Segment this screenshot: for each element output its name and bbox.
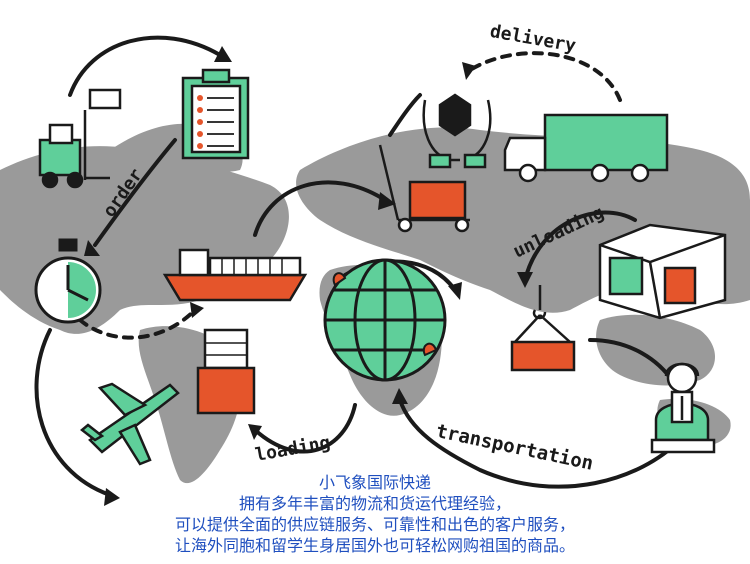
arrow-ship-to-handtruck — [253, 180, 387, 237]
arrow-unloading — [523, 210, 637, 282]
caption-line-3: 可以提供全面的供应链服务、可靠性和出色的客户服务， — [174, 515, 575, 534]
label-delivery: delivery — [488, 21, 577, 57]
delivery-truck-icon — [503, 113, 669, 183]
stacked-boxes-icon — [598, 223, 727, 320]
caption-block: 小飞象国际快递 拥有多年丰富的物流和货运代理经验， 可以提供全面的供应链服务、可… — [0, 472, 750, 556]
hands-box-icon — [422, 93, 492, 169]
stopwatch-icon — [34, 238, 102, 324]
label-transportation: transportation — [434, 420, 595, 475]
airplane-icon — [80, 382, 180, 466]
cargo-ship-icon — [162, 248, 308, 302]
caption-line-1: 小飞象国际快递 — [318, 473, 431, 492]
arrow-forklift-to-checklist — [68, 35, 222, 97]
arrow-stopwatch-to-ship — [78, 308, 197, 340]
hand-truck-icon — [378, 144, 470, 233]
arrow-truck-to-hands — [468, 51, 622, 102]
caption-line-4: 让海外同胞和留学生身居国外也可轻松网购祖国的商品。 — [174, 536, 575, 555]
forklift-icon — [38, 88, 122, 189]
globe-icon — [323, 258, 447, 382]
arrow-handtruck-to-hands — [388, 93, 422, 137]
container-stack-icon — [196, 328, 256, 415]
operator-headset-icon — [650, 362, 716, 454]
checklist-icon — [181, 68, 250, 160]
arrow-checklist-to-stopwatch — [93, 138, 177, 247]
arrow-stopwatch-to-airplane — [34, 328, 112, 497]
caption-line-2: 拥有多年丰富的物流和货运代理经验， — [238, 494, 511, 513]
arrow-transportation — [398, 398, 682, 489]
crane-hook-icon — [510, 285, 576, 372]
arrow-loading — [253, 403, 357, 454]
